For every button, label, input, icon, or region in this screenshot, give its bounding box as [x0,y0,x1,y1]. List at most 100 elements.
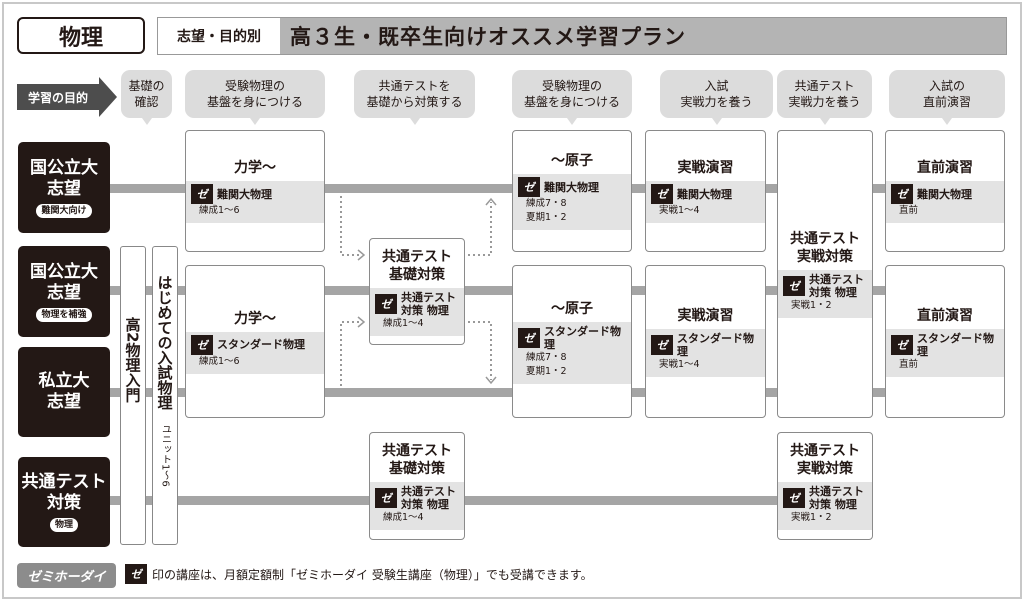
course-name: 難関大物理 [917,187,972,201]
title-prefix: 志望・目的別 [158,18,280,54]
zemi-icon: ゼ [783,276,805,296]
course-physics-intro[interactable]: 高2物理入門 [120,246,146,545]
zemi-icon: ゼ [651,184,673,204]
course-name: スタンダード物理 [217,338,305,351]
course-name: 難関大物理 [217,187,272,201]
connector-arrow [340,321,362,386]
row-label-text: 国公立大 志望 [30,261,98,303]
row-label-national-top: 国公立大 志望難関大向け [18,142,110,233]
course-sub: 練成1〜6 [199,355,240,367]
box-title: 実戦演習 [677,307,734,324]
course-sub: 実戦1・2 [791,300,832,311]
box-title: 〜原子 [551,153,593,169]
row-label-text: 共通テスト 対策 [21,472,107,513]
course-box[interactable]: 〜原子 ゼスタンダード物理練成7・8 夏期1・2 [512,265,632,418]
course-sub: 実戦1〜4 [659,205,700,216]
course-name: スタンダード物理 [677,331,754,358]
zemi-icon: ゼ [891,334,913,355]
course-name: 共通テスト 対策 物理 [401,485,456,511]
zemi-icon: ゼ [191,334,213,355]
purpose-bubble: 入試の 直前演習 [889,70,1005,125]
row-label-text: 私立大 志望 [38,371,90,412]
zemi-icon: ゼ [518,177,540,197]
course-box[interactable]: 直前演習 ゼ難関大物理直前 [885,130,1005,252]
course-name: 共通テスト 対策 物理 [401,290,456,317]
course-sub: ユニット1〜6 [159,424,171,487]
course-sub: 実戦1〜4 [659,358,700,370]
connector-arrow [468,321,492,380]
box-title: 実戦演習 [677,160,734,176]
course-name: 共通テスト 対策 物理 [809,485,864,511]
course-sub: 実戦1・2 [791,512,832,523]
box-title: 共通テスト 実戦対策 [790,443,860,477]
row-label-private: 私立大 志望 [18,347,110,437]
purpose-bubble: 共通テストを 基礎から対策する [354,70,475,125]
zemi-icon: ゼ [891,184,913,204]
page-title: 高３生・既卒生向けオススメ学習プラン [290,25,686,49]
course-sub: 練成7・8 夏期1・2 [526,351,567,377]
box-title: 力学〜 [234,160,276,176]
course-box[interactable]: 直前演習 ゼスタンダード物理直前 [885,265,1005,418]
title-bar: 志望・目的別 高３生・既卒生向けオススメ学習プラン [157,17,1007,55]
course-box[interactable]: 実戦演習 ゼスタンダード物理実戦1〜4 [645,265,766,418]
zemihodai-logo: ゼミホーダイ [17,563,116,588]
box-title: 共通テスト 基礎対策 [382,248,452,283]
course-box[interactable]: 共通テスト 実戦対策 ゼ共通テスト 対策 物理実戦1・2 [777,432,873,540]
row-tag: 難関大向け [36,203,92,218]
purpose-bubble: 基礎の 確認 [121,70,172,125]
subject-label: 物理 [17,17,145,54]
purpose-arrow: 学習の目的 [17,77,117,117]
course-box[interactable]: 共通テスト 基礎対策 ゼ共通テスト 対策 物理練成1〜4 [369,432,465,540]
course-box[interactable]: 共通テスト 基礎対策 ゼ共通テスト 対策 物理練成1〜4 [369,238,465,345]
course-box[interactable]: 共通テスト 実戦対策 ゼ共通テスト 対策 物理実戦1・2 [777,130,873,418]
course-sub: 練成1〜4 [383,512,424,523]
purpose-bubble: 入試 実戦力を養う [660,70,773,125]
zemi-icon: ゼ [125,564,147,584]
course-name: 難関大物理 [544,180,599,194]
arrowhead-icon [357,249,366,261]
arrow-right-icon [99,77,117,117]
zemi-icon: ゼ [375,488,397,508]
zemi-icon: ゼ [518,327,540,348]
connector-arrow [468,202,492,256]
box-title: 直前演習 [917,307,973,324]
course-sub: 練成1〜4 [383,317,424,329]
zemi-icon: ゼ [375,293,397,314]
box-title: 共通テスト 基礎対策 [382,443,452,477]
arrowhead-icon [485,376,497,385]
zemi-icon: ゼ [651,334,673,355]
purpose-bubble: 受験物理の 基盤を身につける [512,70,632,125]
row-tag: 物理を補強 [36,307,92,322]
box-title: 共通テスト 実戦対策 [790,231,860,265]
connector-arrow [340,196,362,256]
row-tag: 物理 [49,518,78,532]
purpose-bubble: 受験物理の 基盤を身につける [185,70,325,125]
course-box[interactable]: 〜原子 ゼ難関大物理練成7・8 夏期1・2 [512,130,632,252]
box-title: 〜原子 [551,300,593,317]
course-box[interactable]: 力学〜 ゼ難関大物理練成1〜6 [185,130,325,252]
course-title: 高2物理入門 [123,317,142,403]
course-first-exam-physics[interactable]: はじめての入試物理ユニット1〜6 [152,246,178,545]
row-label-national: 国公立大 志望物理を補強 [18,246,110,337]
zemi-icon: ゼ [191,184,213,204]
course-box[interactable]: 力学〜 ゼスタンダード物理練成1〜6 [185,265,325,418]
row-label-text: 国公立大 志望 [30,157,98,199]
course-name: スタンダード物理 [544,324,621,351]
arrowhead-icon [485,197,497,206]
course-name: スタンダード物理 [917,331,994,358]
course-sub: 練成1〜6 [199,205,240,216]
course-title: はじめての入試物理 [155,275,174,410]
box-title: 直前演習 [917,160,973,176]
course-box[interactable]: 実戦演習 ゼ難関大物理実戦1〜4 [645,130,766,252]
arrowhead-icon [357,316,366,328]
zemi-icon: ゼ [783,488,805,508]
purpose-label: 学習の目的 [17,84,99,110]
box-title: 力学〜 [234,310,276,327]
course-name: 難関大物理 [677,187,732,201]
course-name: 共通テスト 対策 物理 [809,273,864,299]
course-sub: 練成7・8 夏期1・2 [526,198,567,223]
purpose-bubble: 共通テスト 実戦力を養う [777,70,872,125]
row-label-kyotsu: 共通テスト 対策物理 [18,457,110,547]
